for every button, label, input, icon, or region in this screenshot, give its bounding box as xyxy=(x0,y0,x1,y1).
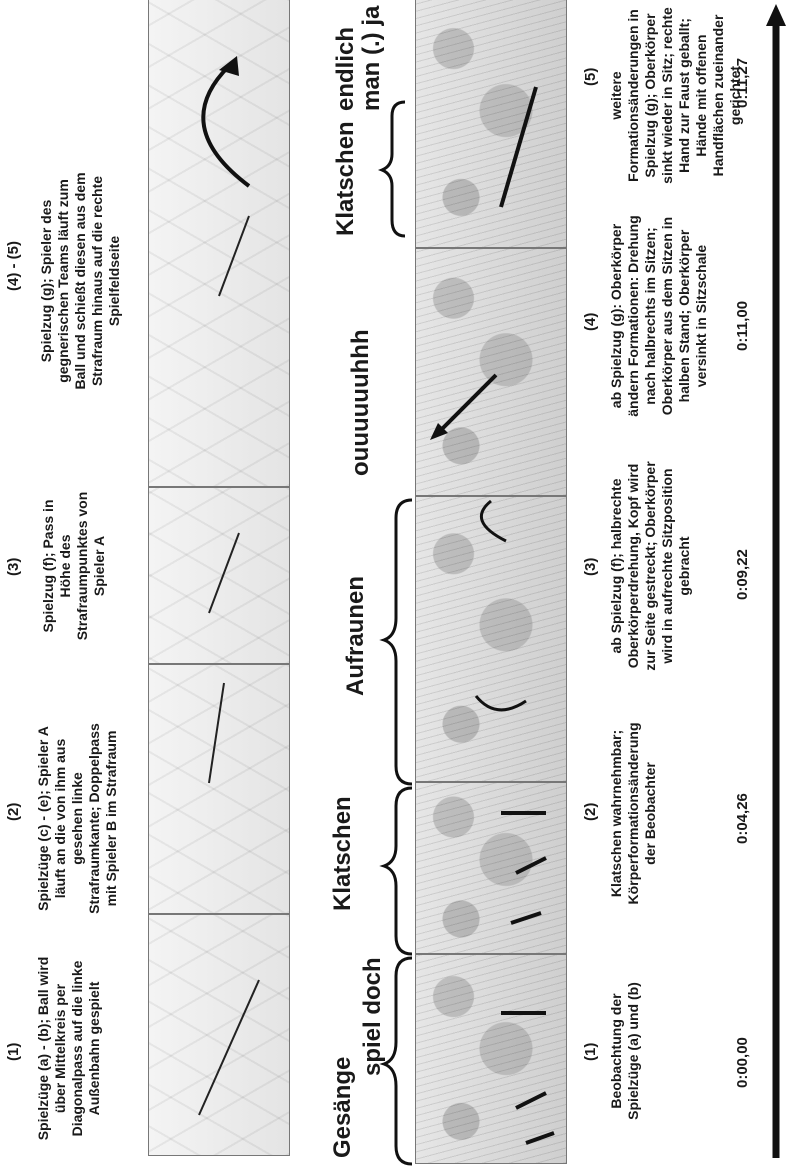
brace-gesaenge xyxy=(384,958,412,1164)
phase-label-bottom-1: (1) xyxy=(582,1043,599,1061)
timestamp-1: 0:00,00 xyxy=(734,1037,751,1088)
brace-aufraunen xyxy=(384,500,412,784)
brace-klatschen-1 xyxy=(384,788,412,954)
phase-text-bottom-1: Beobachtung der Spielzüge (a) und (b) xyxy=(608,966,642,1136)
phase-text-bottom-5: weitere Formationsänderungen in Spielzug… xyxy=(608,3,744,188)
timestamp-3: 0:09,22 xyxy=(734,549,751,600)
timestamp-2: 0:04,26 xyxy=(734,793,751,844)
phase-label-bottom-2: (2) xyxy=(582,803,599,821)
timestamp-5: 0:11,27 xyxy=(734,58,751,108)
crowd-photo-4 xyxy=(415,248,567,496)
phase-label-bottom-4: (4) xyxy=(582,313,599,331)
crowd-photo-2 xyxy=(415,782,567,954)
phase-text-bottom-3: ab Spielzug (f); halbrechte Oberkörperdr… xyxy=(608,456,693,676)
crowd-photo-3 xyxy=(415,496,567,782)
timeline-arrow xyxy=(764,0,788,1166)
brace-klatschen-2 xyxy=(382,102,405,236)
crowd-photo-1 xyxy=(415,954,567,1164)
crowd-photo-5 xyxy=(415,0,567,248)
phase-text-bottom-2: Klatschen wahrnehmbar; Körperformationsä… xyxy=(608,716,659,911)
phase-label-bottom-5: (5) xyxy=(582,68,599,86)
timestamp-4: 0:11,00 xyxy=(734,301,751,351)
phase-label-bottom-3: (3) xyxy=(582,558,599,576)
phase-text-bottom-4: ab Spielzug (g): Oberkörper ändern Forma… xyxy=(608,201,710,431)
